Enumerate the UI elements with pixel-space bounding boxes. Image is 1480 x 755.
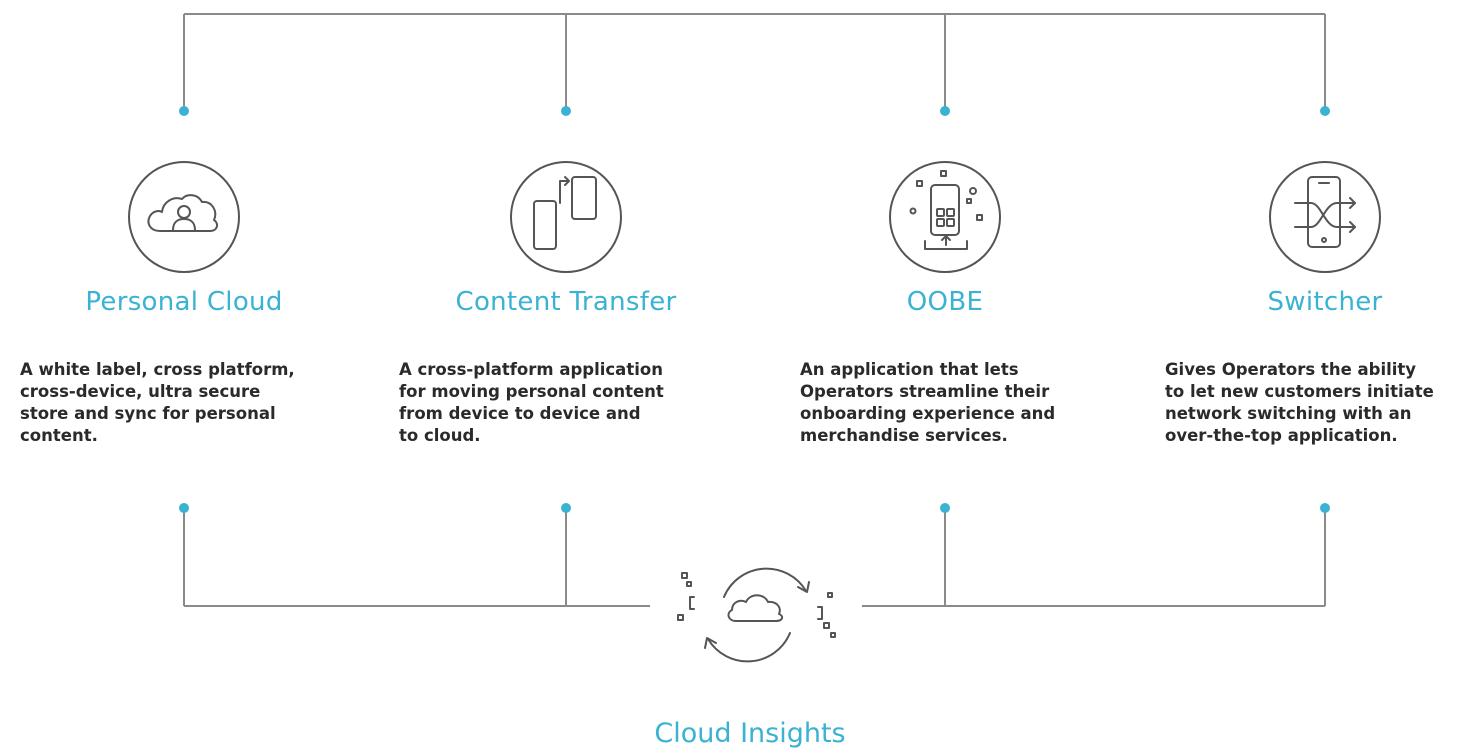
product-description-oobe: An application that lets Operators strea… bbox=[800, 360, 1056, 445]
product-title-content-transfer: Content Transfer bbox=[455, 287, 677, 317]
top-dot-2 bbox=[561, 106, 571, 116]
top-dot-4 bbox=[1320, 106, 1330, 116]
product-description-content-transfer: A cross-platform application for moving … bbox=[399, 360, 664, 445]
phone-onboarding-icon bbox=[889, 161, 1001, 273]
product-title-switcher: Switcher bbox=[1267, 287, 1383, 317]
product-description-switcher: Gives Operators the ability to let new c… bbox=[1165, 360, 1434, 445]
product-description-personal-cloud: A white label, cross platform, cross-dev… bbox=[20, 360, 295, 445]
product-title-personal-cloud: Personal Cloud bbox=[85, 287, 283, 317]
top-dot-3 bbox=[940, 106, 950, 116]
top-dot-1 bbox=[179, 106, 189, 116]
phone-switch-icon bbox=[1269, 161, 1381, 273]
bottom-dot-4 bbox=[1320, 503, 1330, 513]
insights-title: Cloud Insights bbox=[654, 718, 846, 749]
bottom-dot-3 bbox=[940, 503, 950, 513]
bottom-dot-2 bbox=[561, 503, 571, 513]
cloud-user-icon bbox=[128, 161, 240, 273]
product-title-oobe: OOBE bbox=[906, 287, 984, 317]
device-transfer-icon bbox=[510, 161, 622, 273]
cloud-sync-icon bbox=[677, 567, 836, 663]
bottom-dot-1 bbox=[179, 503, 189, 513]
